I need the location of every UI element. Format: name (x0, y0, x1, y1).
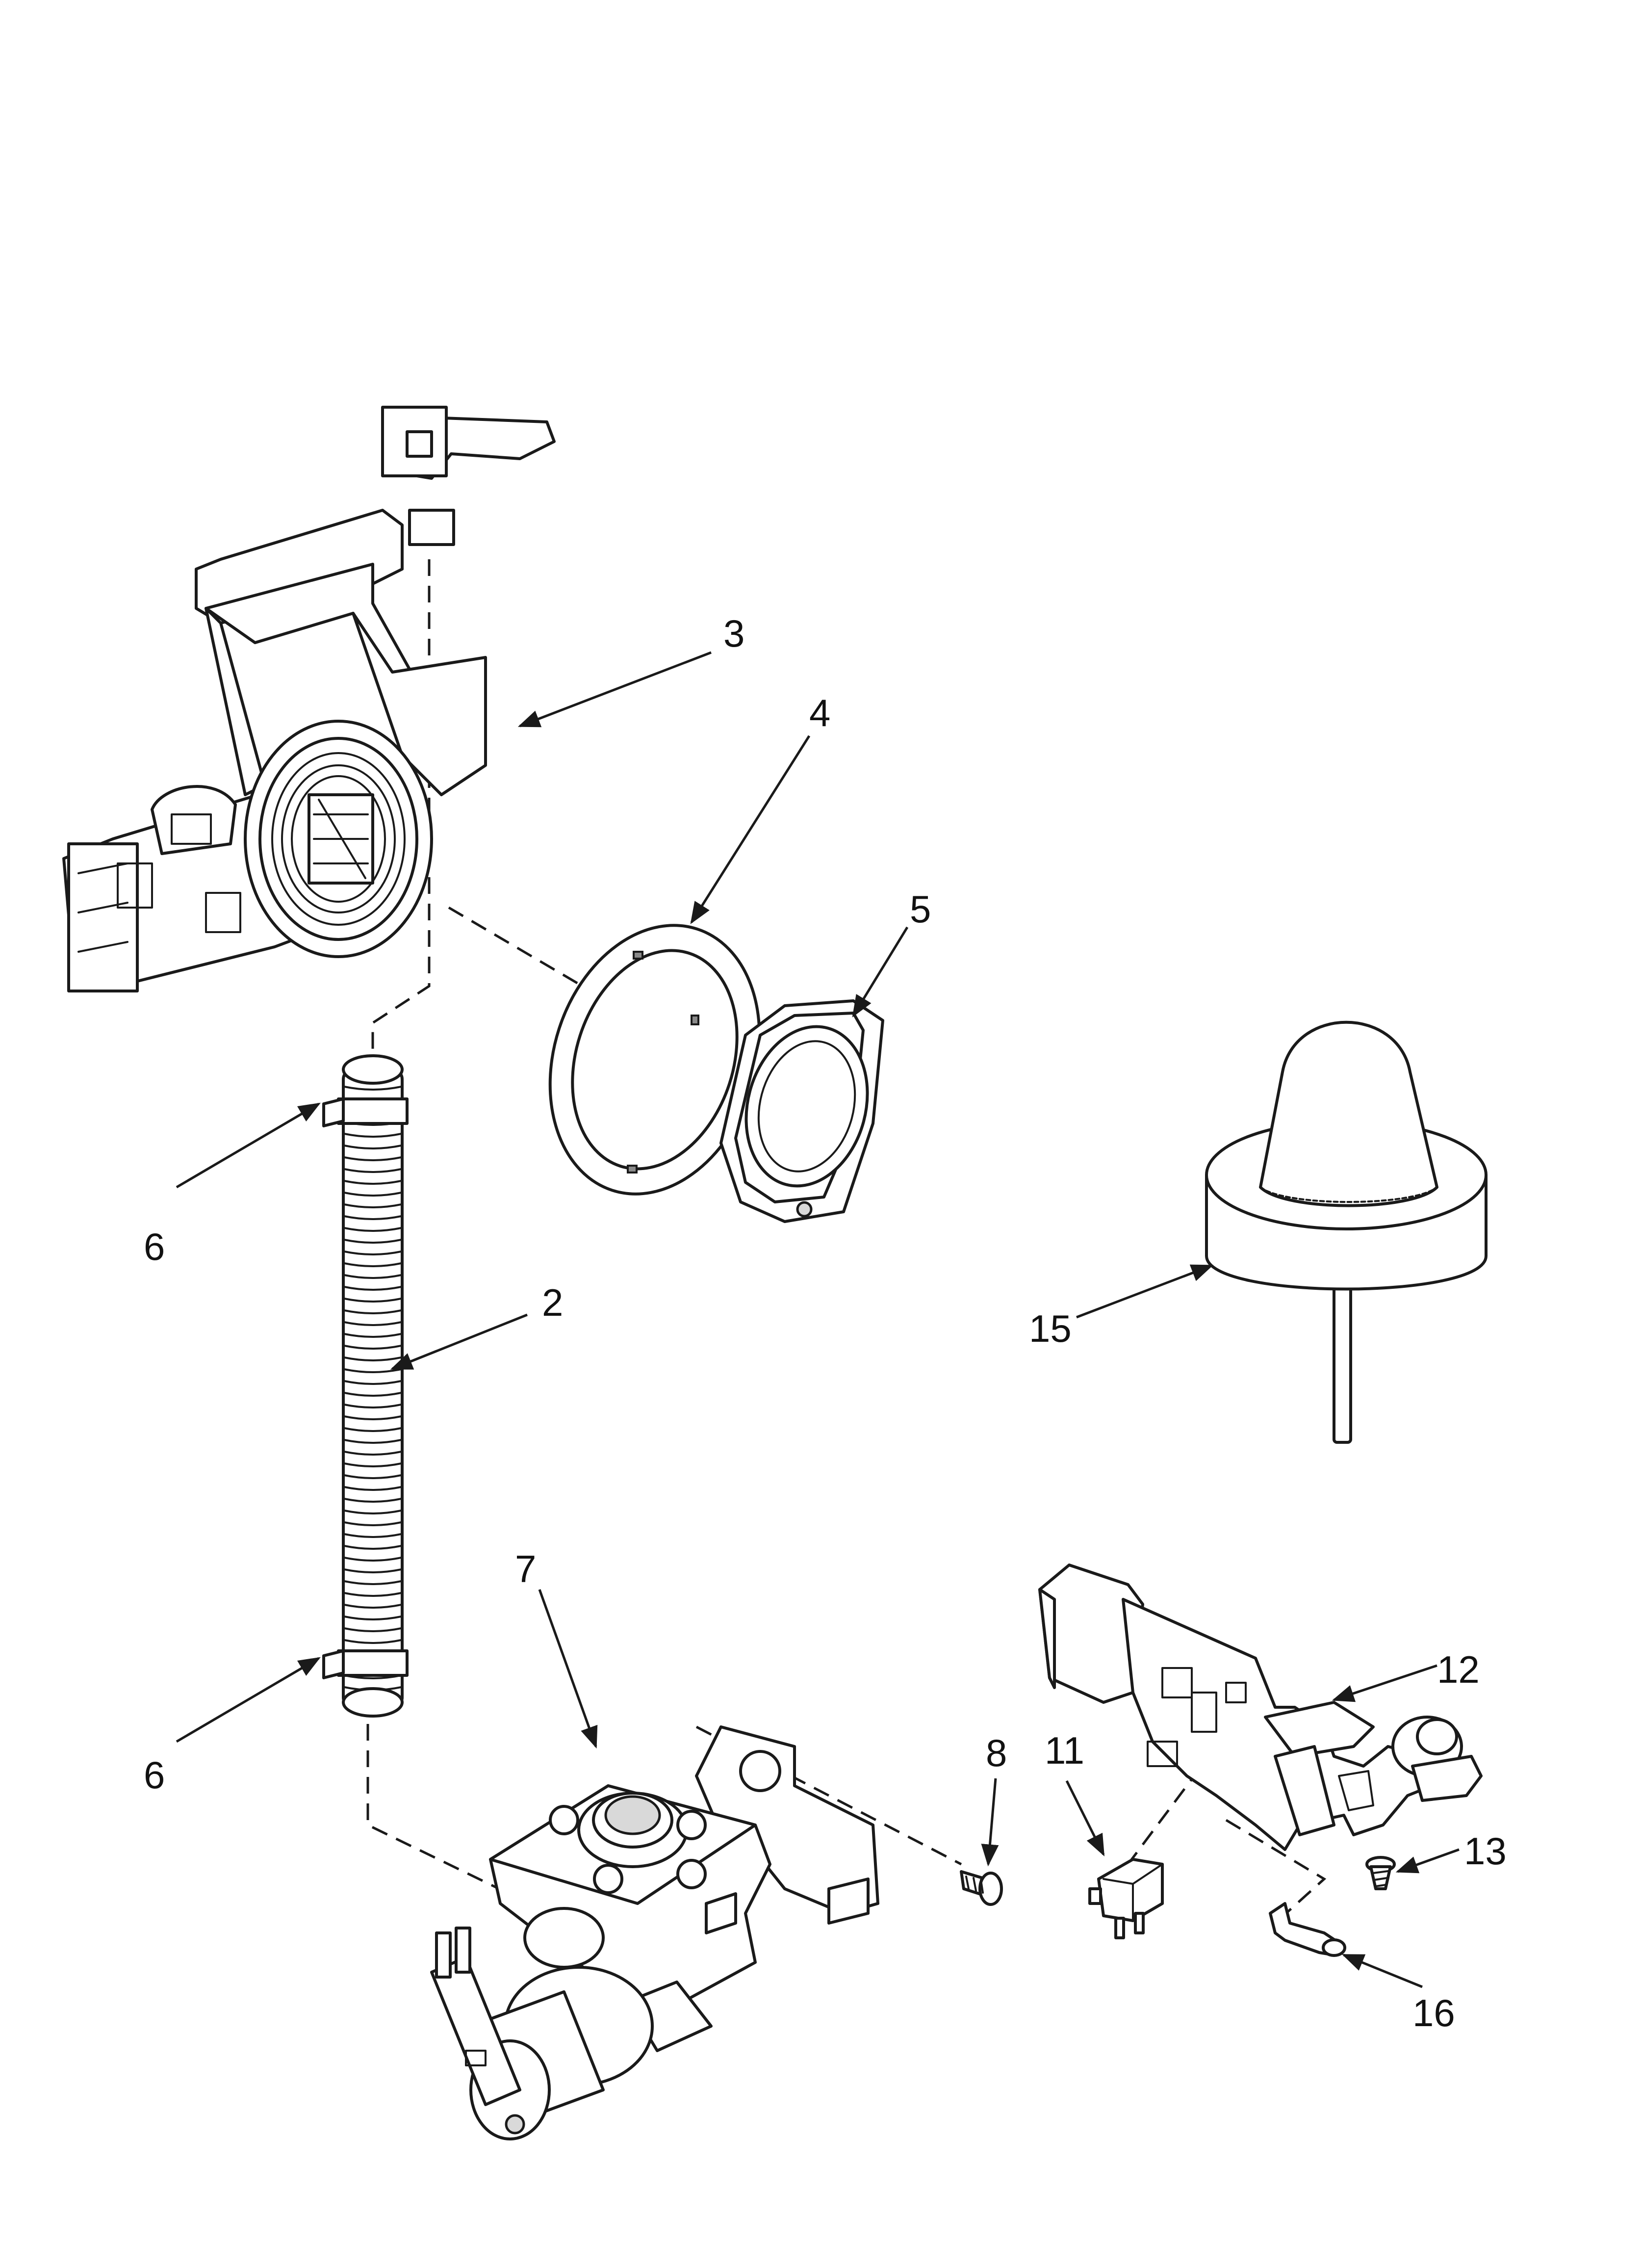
callout-12: 12 (1437, 1648, 1480, 1691)
callout-5: 5 (910, 887, 931, 931)
callout-13: 13 (1464, 1829, 1507, 1873)
part-16-lever (1269, 1902, 1346, 1957)
callout-2: 2 (542, 1281, 563, 1324)
part-12-bracket (1038, 1564, 1483, 1851)
part-7-inlet-valve (430, 1725, 879, 2140)
part-15-float (1205, 1020, 1488, 1444)
callout-labels: 3 4 5 6 2 7 6 8 11 12 13 15 16 (144, 612, 1507, 2034)
part-6-clamp-bottom (322, 1649, 409, 1679)
callout-3: 3 (723, 612, 744, 655)
callout-8: 8 (986, 1731, 1007, 1774)
callout-7: 7 (515, 1547, 536, 1590)
part-11-switch (1088, 1858, 1164, 1939)
part-2-fill-hose (342, 1054, 404, 1718)
callout-11: 11 (1045, 1729, 1084, 1772)
part-5-nut (719, 999, 884, 1223)
callout-15: 15 (1029, 1307, 1072, 1350)
part-6-clamp-top (322, 1097, 409, 1127)
callout-16: 16 (1412, 1991, 1455, 2034)
part-13-screw (1365, 1856, 1396, 1890)
part-8-screw (960, 1870, 1003, 1906)
part-3-vent-housing (62, 406, 556, 992)
part-4-gasket (548, 924, 761, 1196)
callout-4: 4 (809, 691, 830, 734)
callout-6-top: 6 (144, 1225, 165, 1268)
leader-arrows (176, 651, 1460, 1988)
callout-6-bottom: 6 (144, 1753, 165, 1797)
